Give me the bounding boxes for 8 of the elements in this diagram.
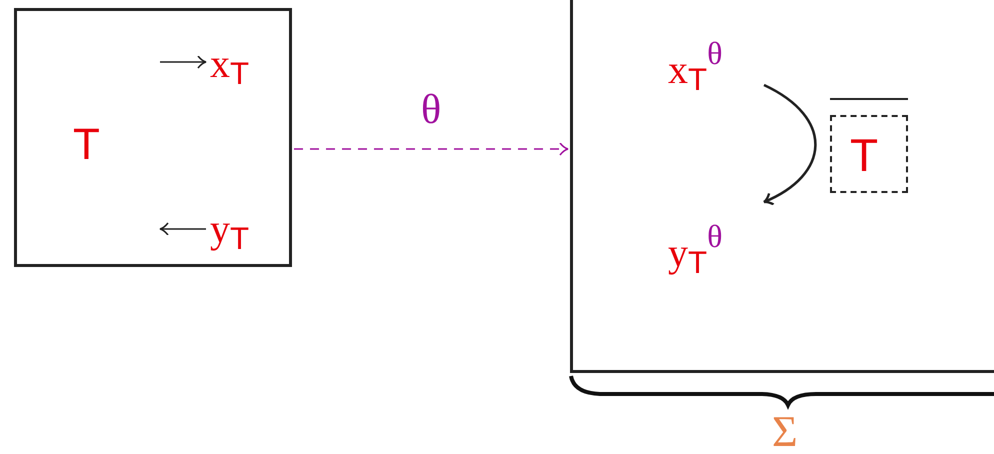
- variable-label: x$_{T}$: [210, 44, 250, 90]
- system-box: [570, 0, 994, 373]
- variable-label: y$_{T}$: [210, 209, 250, 254]
- system-box: [14, 8, 292, 267]
- system-label: T: [850, 132, 878, 178]
- system-label: T: [73, 123, 100, 167]
- sum-symbol: Σ: [772, 410, 798, 454]
- dashed-box: [830, 115, 908, 193]
